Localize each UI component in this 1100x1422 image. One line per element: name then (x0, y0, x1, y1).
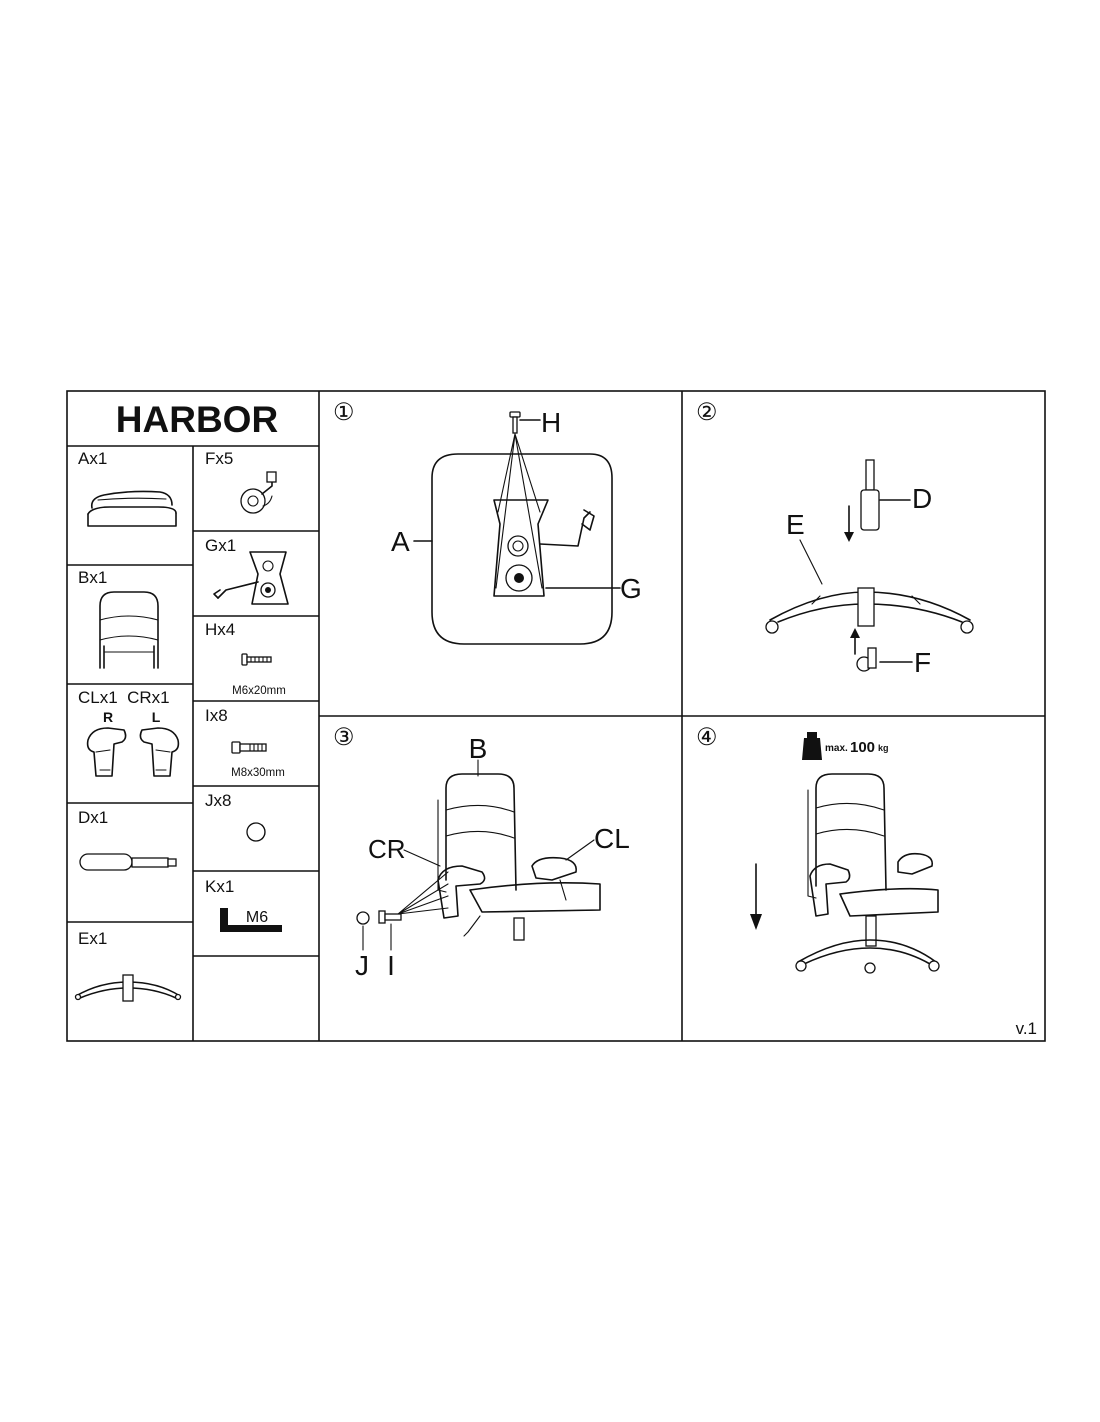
callout-b: B (469, 733, 488, 764)
caster-icon (240, 471, 277, 514)
part-k-size: M6 (246, 909, 268, 926)
gas-cylinder-icon (79, 853, 177, 871)
part-a-label: Ax1 (78, 449, 107, 468)
part-g-label: Gx1 (205, 536, 236, 555)
callout-f: F (914, 647, 931, 678)
screw-icon (509, 411, 521, 434)
version-label: v.1 (1016, 1019, 1037, 1038)
seat-bottom-outline (431, 453, 613, 645)
product-title: HARBOR (116, 399, 278, 440)
part-cl-cr-cell: CLx1 CRx1 R L (78, 688, 180, 777)
fastening-lines (397, 871, 449, 915)
bolt-icon (231, 741, 267, 754)
callout-i: I (387, 950, 395, 981)
callout-cl: CL (594, 823, 630, 854)
chair-assembly-drawing (437, 773, 601, 941)
step-3-panel: ③ B CR CL (333, 724, 630, 981)
step-2-number: ② (696, 399, 718, 426)
part-e-cell: Ex1 (74, 929, 182, 1002)
step-2-panel: ② D E (696, 399, 974, 678)
max-load-value: 100 (850, 739, 875, 756)
step-3-number: ③ (333, 724, 355, 751)
star-base-icon (765, 587, 974, 634)
armrest-left-icon (139, 727, 180, 777)
assembled-chair-drawing (795, 773, 940, 974)
part-f-cell: Fx5 (205, 449, 277, 514)
part-g-cell: Gx1 (205, 536, 289, 605)
max-load-unit: kg (878, 743, 889, 753)
part-i-size: M8x30mm (231, 767, 285, 779)
max-load-prefix: max. (825, 743, 848, 754)
part-k-cell: Kx1 M6 (205, 877, 282, 932)
caster-icon (856, 647, 877, 672)
fastening-lines (495, 433, 543, 589)
backrest-icon (99, 591, 159, 669)
step-1-panel: ① H A G (333, 399, 642, 645)
part-b-label: Bx1 (78, 568, 107, 587)
mechanism-plate-icon (493, 499, 595, 597)
allen-key-icon (220, 908, 282, 932)
grid-frame (66, 390, 1046, 1042)
part-k-label: Kx1 (205, 877, 234, 896)
side-left-label: L (152, 709, 161, 725)
part-cl-cr-label: CLx1 CRx1 (78, 688, 170, 707)
part-h-cell: Hx4 M6x20mm (205, 620, 286, 697)
callout-g: G (620, 573, 642, 604)
callout-e: E (786, 509, 805, 540)
callout-cr: CR (368, 834, 406, 864)
part-e-label: Ex1 (78, 929, 107, 948)
callout-a: A (391, 526, 410, 557)
part-j-cell: Jx8 (205, 791, 266, 842)
weight-icon (802, 732, 822, 760)
callout-j: J (355, 950, 369, 981)
callout-h: H (541, 407, 561, 438)
bolt-icon (378, 910, 402, 924)
part-d-cell: Dx1 (78, 808, 177, 871)
cap-icon (246, 822, 266, 842)
part-h-label: Hx4 (205, 620, 235, 639)
part-d-label: Dx1 (78, 808, 108, 827)
part-h-size: M6x20mm (232, 685, 286, 697)
arrow-down-icon (750, 863, 762, 930)
step-4-panel: ④ max. 100 kg (696, 724, 940, 974)
gas-cylinder-icon (860, 459, 880, 531)
arrow-down-icon (844, 505, 854, 542)
seat-cushion-icon (87, 490, 177, 527)
part-f-label: Fx5 (205, 449, 233, 468)
part-i-label: Ix8 (205, 706, 228, 725)
screw-icon (241, 653, 272, 666)
part-a-cell: Ax1 (78, 449, 177, 527)
step-1-number: ① (333, 399, 355, 426)
step-4-number: ④ (696, 724, 718, 751)
side-right-label: R (103, 709, 113, 725)
star-base-icon (74, 974, 182, 1002)
cap-icon (356, 911, 370, 925)
part-b-cell: Bx1 (78, 568, 159, 669)
part-j-label: Jx8 (205, 791, 231, 810)
armrest-right-icon (86, 727, 127, 777)
part-i-cell: Ix8 M8x30mm (205, 706, 285, 779)
callout-d: D (912, 483, 932, 514)
mechanism-plate-icon (213, 551, 289, 605)
arrow-up-icon (850, 628, 860, 655)
